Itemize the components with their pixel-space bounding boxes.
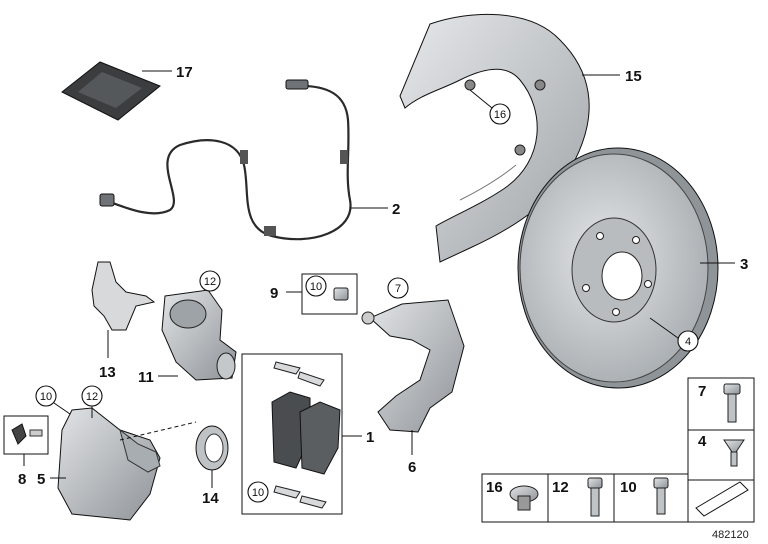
callout-12-top-text: 12 (204, 276, 216, 288)
callout-10-left-text: 10 (40, 391, 52, 403)
box-1 (241, 353, 343, 515)
callout-12-left-text: 12 (86, 391, 98, 403)
brake-disc-part-3 (517, 147, 719, 389)
callout-10-box1 (247, 481, 269, 503)
screw-4-icon (723, 439, 745, 467)
bolt-7-icon (723, 383, 741, 423)
label-13: 13 (99, 364, 116, 381)
legend-10-num: 10 (620, 479, 637, 496)
reference-number: 482120 (712, 529, 749, 541)
nut-16-icon (509, 485, 539, 511)
label-5: 5 (37, 471, 45, 488)
label-8: 8 (18, 471, 26, 488)
bracket-part-13 (91, 261, 156, 331)
seal-ring-part-14 (195, 425, 229, 471)
leader-dashed-seal (119, 421, 197, 441)
legend-cell-arrow (687, 479, 755, 523)
rubber-cap-part-17 (61, 61, 161, 121)
callout-10-left (35, 385, 57, 407)
brake-pads-part-1 (271, 361, 341, 509)
callout-10-box9 (305, 275, 327, 297)
legend-7-num: 7 (698, 383, 706, 400)
leader-4 (649, 317, 679, 339)
callout-16 (489, 103, 511, 125)
callout-4 (677, 330, 699, 352)
callout-7-text: 7 (395, 283, 401, 295)
bolt-10-icon (653, 477, 669, 515)
callout-10-box1-text: 10 (252, 487, 264, 499)
callout-4-text: 4 (685, 336, 691, 348)
caliper-housing-part-5 (57, 407, 161, 521)
label-17: 17 (176, 64, 193, 81)
bolt-12-icon (587, 477, 603, 517)
leader-16 (469, 89, 493, 109)
label-1: 1 (366, 429, 374, 446)
label-11: 11 (138, 369, 154, 386)
label-6: 6 (408, 459, 416, 476)
legend-4-num: 4 (698, 433, 707, 450)
leader-10-left (53, 402, 71, 415)
label-3: 3 (740, 256, 748, 273)
callout-10-box9-text: 10 (310, 281, 322, 293)
label-14: 14 (202, 490, 219, 507)
small-parts-part-8 (11, 423, 43, 445)
caliper-carrier-part-6 (361, 299, 465, 433)
actuator-motor-part-11 (161, 289, 237, 381)
legend-12-num: 12 (552, 479, 569, 496)
callout-12-top (199, 270, 221, 292)
label-15: 15 (625, 68, 642, 85)
legend-16-num: 16 (486, 479, 503, 496)
box-8 (3, 415, 49, 455)
direction-arrow-icon (695, 481, 749, 517)
label-9: 9 (270, 285, 278, 302)
label-2: 2 (392, 201, 400, 218)
brake-wear-sensor-part-2 (99, 79, 352, 241)
callout-16-text: 16 (494, 109, 506, 121)
bolt-part-10-in-9 (333, 287, 349, 301)
callout-7 (387, 277, 409, 299)
fastener-legend: 7 4 16 12 10 (481, 377, 755, 523)
box-9 (301, 273, 358, 315)
